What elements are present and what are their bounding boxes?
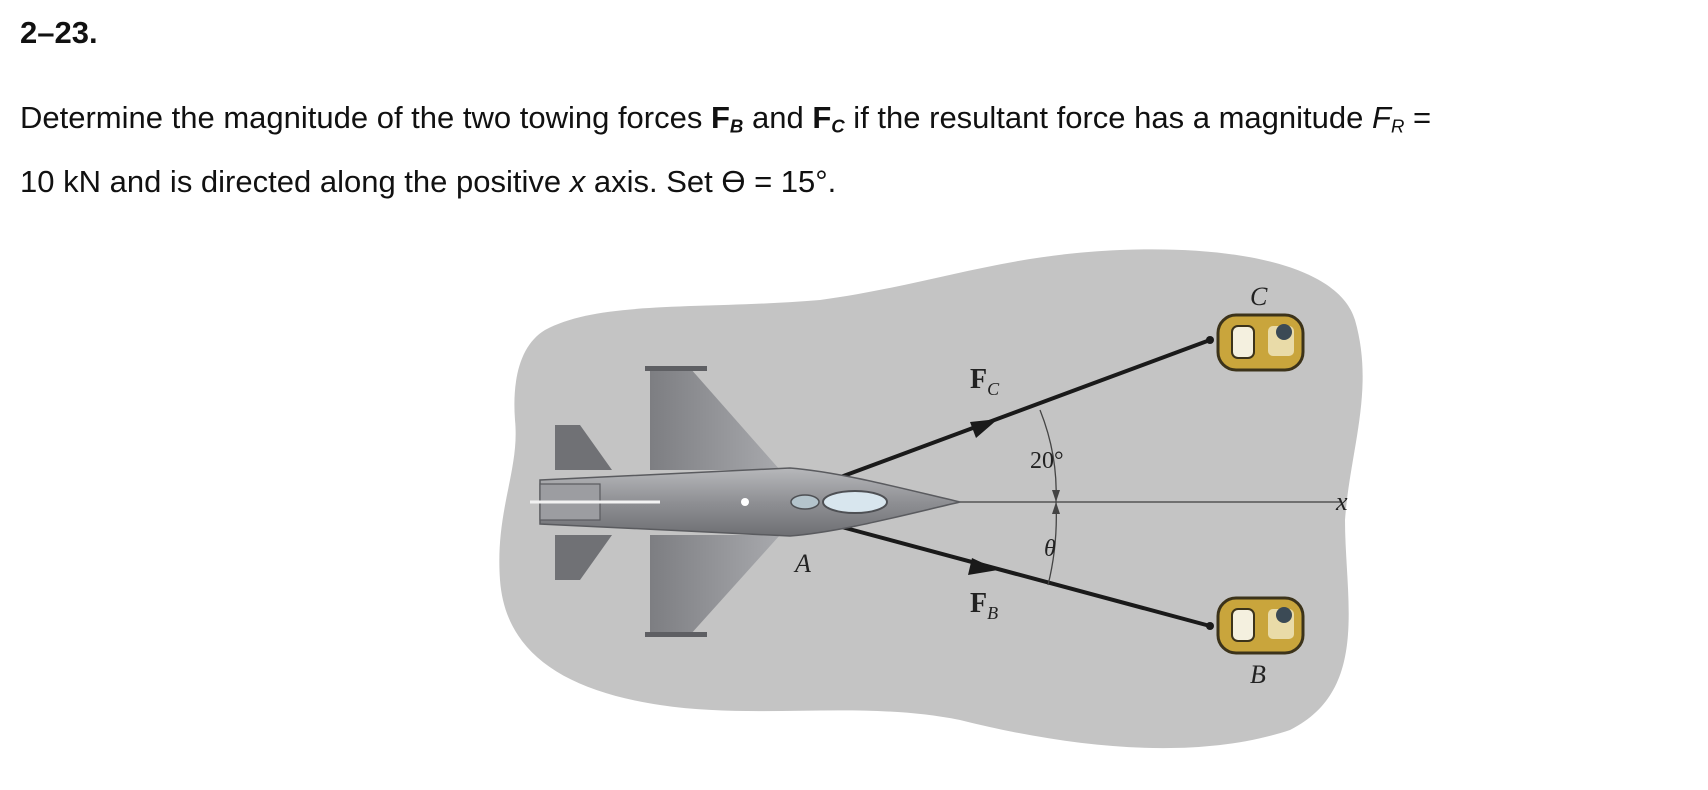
jet-wingtip-bottom xyxy=(645,632,707,637)
angle-arc-bottom xyxy=(1047,501,1057,586)
jet-marker xyxy=(741,498,749,506)
label-x-axis: x xyxy=(1335,487,1348,516)
jet-tail-bottom xyxy=(555,535,612,580)
label-fb-sub: B xyxy=(987,603,998,623)
jet-wingtip-top xyxy=(645,366,707,371)
label-b: B xyxy=(1250,660,1266,689)
jet-intake xyxy=(790,494,820,510)
jet-exhaust xyxy=(539,483,601,521)
vehicle-c-driver xyxy=(1276,324,1292,340)
cable-fc xyxy=(837,338,1211,480)
symbol-subscript: C xyxy=(831,115,845,137)
vehicle-b-cab xyxy=(1231,608,1255,642)
jet-wing-top xyxy=(650,368,780,470)
label-angle-20: 20° xyxy=(1030,448,1064,474)
tow-vehicle-c xyxy=(1216,313,1305,372)
jet-wing-bottom xyxy=(650,535,780,635)
arrow-fc-head xyxy=(970,419,998,438)
vehicle-c-seat xyxy=(1268,326,1294,356)
text-segment: Determine the magnitude of the two towin… xyxy=(20,100,711,135)
tow-vehicle-b xyxy=(1216,596,1305,655)
text-segment: axis. Set ϴ = 15°. xyxy=(585,163,837,199)
cable-fb-end xyxy=(1206,622,1214,630)
label-force-fc: FC xyxy=(970,364,1000,399)
angle-arc-bottom-tick xyxy=(1052,502,1060,514)
label-angle-theta: θ xyxy=(1044,536,1056,562)
jet-canopy xyxy=(822,490,888,514)
x-axis-symbol: x xyxy=(569,163,586,199)
ground-background xyxy=(499,249,1363,749)
problem-line-2: 10 kN and is directed along the positive… xyxy=(20,154,1690,209)
label-a: A xyxy=(793,549,811,578)
text-segment: if the resultant force has a magnitude xyxy=(844,100,1372,135)
symbol-subscript: R xyxy=(1390,115,1405,137)
jet-fuselage xyxy=(539,467,961,537)
cable-fc-end xyxy=(1206,336,1214,344)
label-c: C xyxy=(1250,282,1268,311)
symbol-main: F xyxy=(710,100,730,135)
symbol-main: F xyxy=(812,100,832,135)
cable-fb xyxy=(837,524,1211,628)
vehicle-c-cab xyxy=(1231,325,1255,359)
label-force-fb: FB xyxy=(970,588,998,623)
vehicle-b-seat xyxy=(1268,609,1294,639)
vehicle-b-body xyxy=(1216,596,1305,655)
problem-line-1: Determine the magnitude of the two towin… xyxy=(20,90,1690,154)
text-segment: and xyxy=(743,100,813,135)
problem-number: 2–23. xyxy=(20,15,98,50)
text-segment: 10 kN and is directed along the positive xyxy=(20,163,570,199)
label-fb-main: F xyxy=(970,588,987,619)
force-fr-symbol: FR xyxy=(1372,100,1405,137)
label-fc-main: F xyxy=(970,364,987,395)
angle-arc-top xyxy=(1039,409,1057,503)
problem-statement: Determine the magnitude of the two towin… xyxy=(20,90,1690,209)
jet-tail-top xyxy=(555,425,612,470)
vehicle-b-driver xyxy=(1276,607,1292,623)
fighter-jet xyxy=(530,366,961,637)
text-segment: = xyxy=(1404,100,1432,135)
symbol-main: F xyxy=(1372,100,1391,135)
label-fc-sub: C xyxy=(987,379,1000,399)
angle-arc-top-tick xyxy=(1052,490,1060,502)
vehicle-c-body xyxy=(1216,313,1305,372)
arrow-fb-head xyxy=(968,558,998,575)
force-fc-symbol: FC xyxy=(812,100,845,137)
force-fb-symbol: FB xyxy=(710,100,744,137)
symbol-subscript: B xyxy=(729,115,744,137)
